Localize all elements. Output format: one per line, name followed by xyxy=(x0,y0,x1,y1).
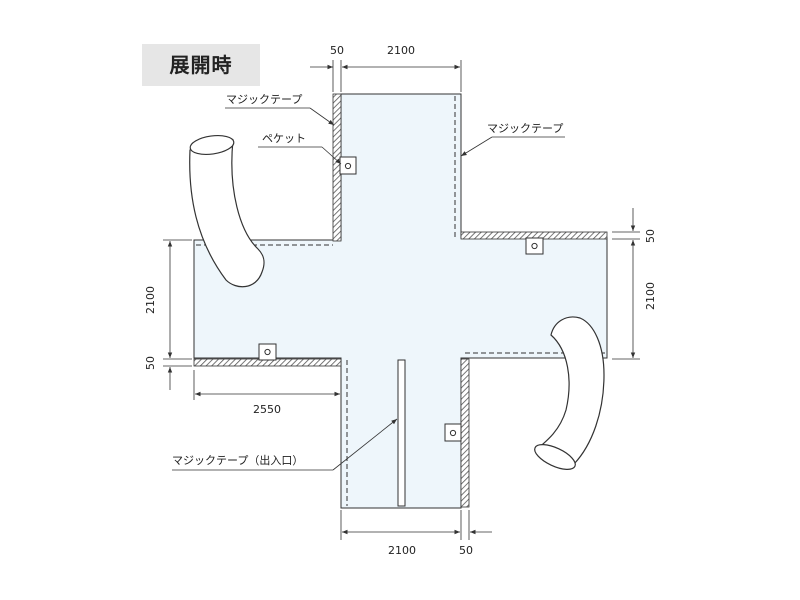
label-magic-tape-entrance: マジックテープ（出入口） xyxy=(172,453,303,467)
pocket-left xyxy=(258,343,277,361)
dim-left-width: 2550 xyxy=(253,403,281,416)
pocket-bottom xyxy=(444,423,462,442)
dim-left-height: 2100 xyxy=(144,286,157,314)
dim-right-offset: 50 xyxy=(644,229,657,243)
diagram-title: 展開時 xyxy=(169,53,233,77)
dimension-lines xyxy=(163,60,640,540)
pocket-right xyxy=(525,237,544,255)
dim-top-width: 2100 xyxy=(387,44,415,57)
entrance-tape xyxy=(397,359,406,507)
leader-lines xyxy=(172,107,565,471)
dim-top-offset: 50 xyxy=(330,44,344,57)
dim-right-height: 2100 xyxy=(644,282,657,310)
pocket-top xyxy=(339,156,357,175)
dim-bottom-offset: 50 xyxy=(459,544,473,557)
title-box: 展開時 xyxy=(142,44,260,86)
label-pocket: ペケット xyxy=(262,132,306,145)
label-magic-tape-top-right: マジックテープ xyxy=(487,122,563,135)
dim-bottom-width: 2100 xyxy=(388,544,416,557)
air-duct-left xyxy=(189,134,265,288)
label-magic-tape-top-left: マジックテープ xyxy=(226,93,302,106)
hatch-strip-bottom-right xyxy=(460,358,470,508)
air-duct-right xyxy=(534,316,605,470)
dim-left-offset: 50 xyxy=(144,356,157,370)
